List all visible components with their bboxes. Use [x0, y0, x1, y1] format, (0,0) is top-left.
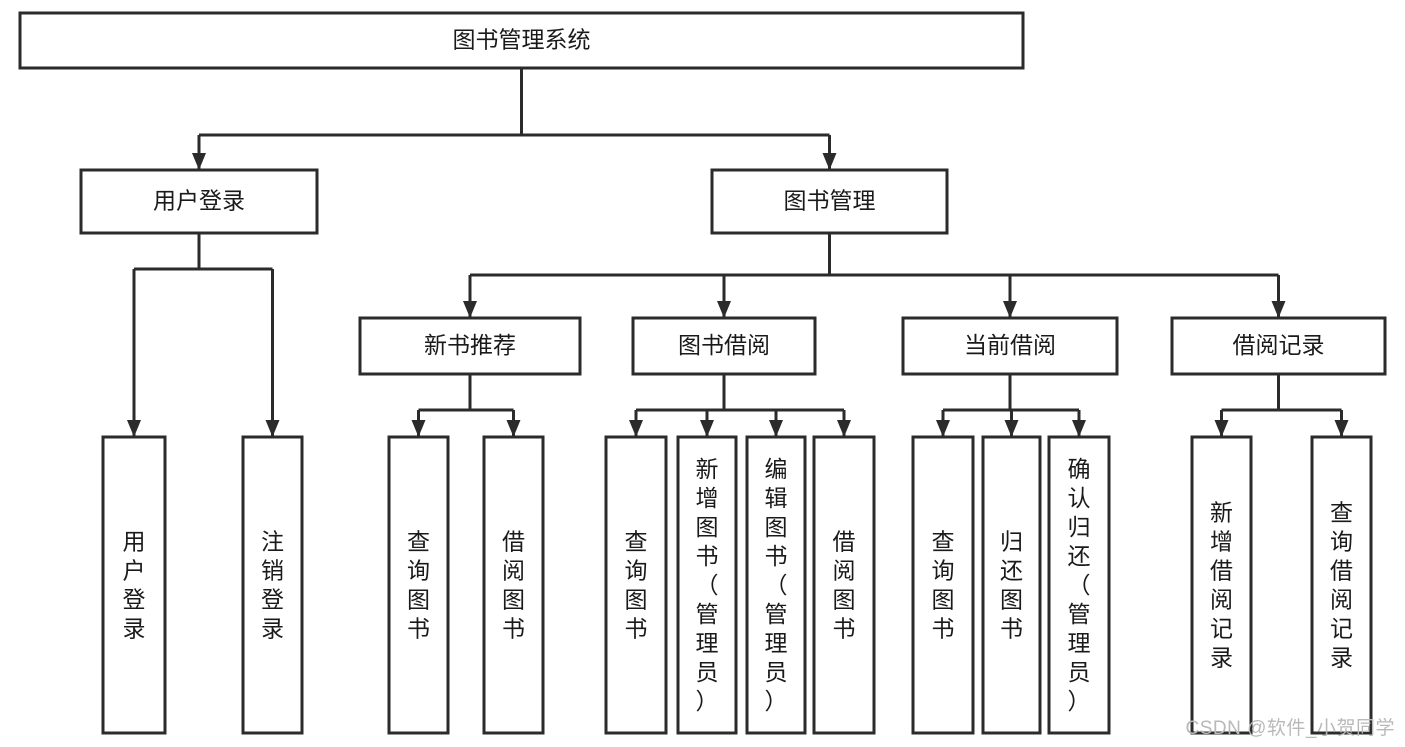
node-box[interactable] [482, 435, 545, 735]
node-box[interactable] [901, 316, 1119, 376]
arrow-head-icon [265, 420, 280, 437]
node-label: 用户登录 [153, 188, 245, 214]
arrow-head-icon [717, 301, 731, 318]
arrow-head-icon [837, 420, 851, 437]
arrow-head-icon [192, 153, 206, 170]
node-label: 当前借阅 [964, 332, 1056, 358]
arrow-head-icon [769, 420, 783, 437]
arrow-head-icon [822, 153, 837, 170]
node-label: 编辑图书（管理员） [765, 456, 788, 714]
node-box[interactable] [604, 435, 668, 735]
node-box[interactable] [981, 435, 1042, 735]
arrow-head-icon [936, 420, 950, 437]
arrow-head-icon [411, 420, 426, 437]
arrow-head-icon [506, 420, 521, 437]
arrow-head-icon [1072, 420, 1086, 437]
node-box[interactable] [101, 435, 167, 735]
node-box[interactable] [18, 11, 1025, 70]
node-label: 新增借阅记录 [1210, 500, 1233, 671]
node-label: 查询图书 [407, 529, 430, 642]
node-label: 借阅记录 [1233, 332, 1325, 358]
node-label: 图书管理 [784, 188, 876, 214]
node-label: 图书管理系统 [453, 27, 591, 53]
node-label: 查询图书 [625, 529, 648, 642]
connector-lines-group [127, 68, 1349, 437]
node-label: 查询借阅记录 [1330, 500, 1353, 671]
node-box[interactable] [79, 168, 319, 235]
node-box[interactable] [1310, 435, 1373, 735]
node-box[interactable] [1047, 435, 1111, 735]
node-box[interactable] [387, 435, 450, 735]
node-label: 归还图书 [1000, 529, 1023, 642]
node-label: 查询图书 [932, 529, 955, 642]
node-box[interactable] [241, 435, 304, 735]
node-label: 用户登录 [123, 529, 146, 642]
node-box[interactable] [911, 435, 975, 735]
node-boxes-group [18, 11, 1387, 735]
node-box[interactable] [358, 316, 582, 376]
arrow-head-icon [629, 420, 643, 437]
arrow-head-icon [1003, 301, 1017, 318]
node-box[interactable] [812, 435, 876, 735]
node-box[interactable] [1170, 316, 1387, 376]
node-label: 新书推荐 [424, 332, 516, 358]
arrow-head-icon [700, 420, 714, 437]
node-label: 注销登录 [261, 529, 284, 642]
node-label: 借阅图书 [833, 529, 856, 642]
node-label: 借阅图书 [502, 529, 525, 642]
node-box[interactable] [1190, 435, 1253, 735]
node-box[interactable] [745, 435, 807, 735]
arrow-head-icon [463, 301, 477, 318]
node-label: 确认归还（管理员） [1068, 456, 1091, 714]
arrow-head-icon [127, 420, 141, 437]
node-labels-group: 图书管理系统用户登录图书管理新书推荐图书借阅当前借阅借阅记录用户登录注销登录查询… [123, 27, 1354, 715]
node-box[interactable] [676, 435, 738, 735]
arrow-head-icon [1271, 301, 1286, 318]
arrow-head-icon [1214, 420, 1229, 437]
arrow-head-icon [1334, 420, 1349, 437]
node-box[interactable] [710, 168, 949, 235]
node-label: 新增图书（管理员） [696, 456, 719, 714]
arrow-head-icon [1004, 420, 1019, 437]
node-box[interactable] [631, 316, 817, 376]
node-label: 图书借阅 [678, 332, 770, 358]
